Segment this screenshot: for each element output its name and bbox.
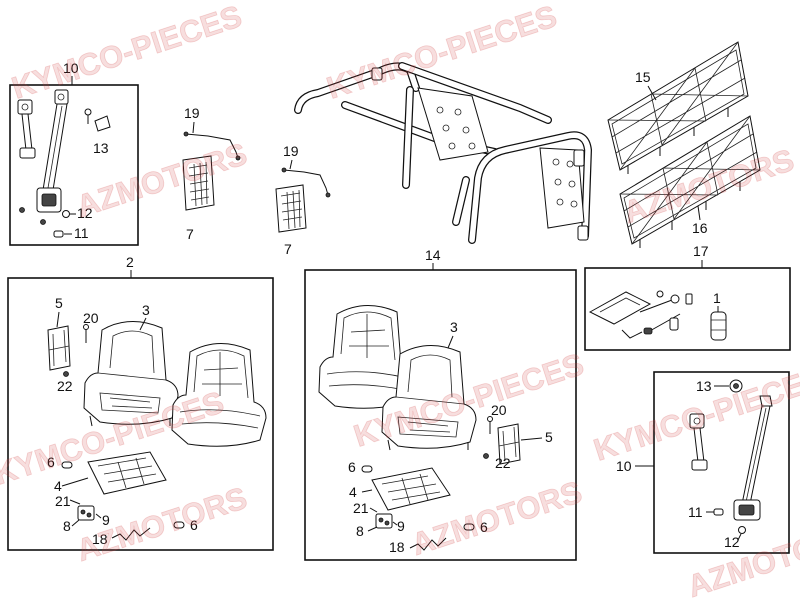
callout-13: 13 xyxy=(93,140,109,156)
toolkit-box xyxy=(584,267,791,351)
seat-cushioned xyxy=(318,304,414,409)
wire xyxy=(185,133,239,159)
callout-7: 7 xyxy=(186,226,194,242)
callout-9: 9 xyxy=(397,518,405,534)
callout-18: 18 xyxy=(389,539,405,555)
callout-7: 7 xyxy=(284,241,292,257)
cable-18 xyxy=(409,537,447,551)
seat-box-right-group: 14 xyxy=(304,247,577,561)
callout-19: 19 xyxy=(184,105,200,121)
callout-22: 22 xyxy=(57,378,73,394)
nut xyxy=(62,210,70,218)
callout-19: 19 xyxy=(283,143,299,159)
seatbelt-right-group: 10 13 11 12 xyxy=(616,371,790,554)
callout-15: 15 xyxy=(635,69,651,85)
tool-bag xyxy=(588,291,652,325)
roll-cage-drawing xyxy=(294,62,592,244)
callout-21: 21 xyxy=(353,500,369,516)
seat-rail-plate xyxy=(87,451,167,495)
callout-20: 20 xyxy=(83,310,99,326)
callout-3: 3 xyxy=(142,302,150,318)
callout-5: 5 xyxy=(55,295,63,311)
seatbelt-left-group: 10 13 12 11 xyxy=(9,60,139,246)
hex-key xyxy=(621,329,643,339)
bolt xyxy=(53,230,64,238)
seatbelt-left-box xyxy=(9,84,139,246)
screw-6 xyxy=(173,521,185,529)
callout-assembly-17: 17 xyxy=(693,243,709,259)
callout-assembly-2: 2 xyxy=(126,254,134,270)
retractor-top xyxy=(759,395,773,407)
grille-plate xyxy=(275,184,307,233)
screw-6 xyxy=(61,461,73,469)
callout-3: 3 xyxy=(450,319,458,335)
callout-4: 4 xyxy=(349,484,357,500)
nut xyxy=(738,526,746,534)
seat-box-left xyxy=(7,277,274,551)
screwdriver xyxy=(647,313,681,333)
cage-side-plate xyxy=(539,147,585,229)
callout-12: 12 xyxy=(724,534,740,550)
seat-shell xyxy=(83,320,179,427)
cap-part xyxy=(94,115,111,132)
cage-plate xyxy=(417,87,489,161)
screw-6 xyxy=(361,465,373,473)
callout-5: 5 xyxy=(545,429,553,445)
nets-group: 15 16 xyxy=(607,41,761,248)
seat-box-left-group: 2 xyxy=(7,254,274,551)
callout-18: 18 xyxy=(92,531,108,547)
watermark-azmotors: AZMOTORS xyxy=(72,480,251,568)
net-16 xyxy=(619,115,761,248)
harness-left-group: 19 7 xyxy=(182,105,241,242)
callout-8: 8 xyxy=(356,523,364,539)
seatbelt-right-drawing xyxy=(689,379,773,541)
callout-13: 13 xyxy=(696,378,712,394)
seat-box-right xyxy=(304,269,577,561)
watermark-kymco: KYMCO-PIECES xyxy=(322,0,561,106)
clamp xyxy=(77,505,95,521)
bolt xyxy=(713,508,724,516)
callout-assembly-14: 14 xyxy=(425,247,441,263)
net-15 xyxy=(607,41,749,174)
callout-22: 22 xyxy=(495,455,511,471)
callout-assembly-10: 10 xyxy=(63,60,79,76)
toolkit-drawing xyxy=(588,290,693,339)
wire xyxy=(283,169,329,196)
callout-11: 11 xyxy=(688,504,703,520)
callout-6: 6 xyxy=(47,454,55,470)
callout-9: 9 xyxy=(102,512,110,528)
callout-4: 4 xyxy=(54,478,62,494)
buckle-strap xyxy=(21,113,33,151)
callout-11: 11 xyxy=(74,225,89,241)
screw-6 xyxy=(463,523,475,531)
callout-1: 1 xyxy=(713,290,721,306)
cable-18 xyxy=(111,527,151,541)
callout-6: 6 xyxy=(480,519,488,535)
callout-6: 6 xyxy=(190,517,198,533)
callout-8: 8 xyxy=(63,518,71,534)
seat-rail-plate xyxy=(371,467,451,511)
toolkit-group: 17 1 xyxy=(584,243,791,351)
callout-20: 20 xyxy=(491,402,507,418)
callout-assembly-10: 10 xyxy=(616,458,632,474)
callout-6: 6 xyxy=(348,459,356,475)
seatbelt-left-drawing xyxy=(17,89,111,238)
callout-12: 12 xyxy=(77,205,93,221)
seatbelt-right-box xyxy=(653,371,790,554)
clamp xyxy=(375,513,393,529)
callout-16: 16 xyxy=(692,220,708,236)
callout-21: 21 xyxy=(55,493,71,509)
canister-part xyxy=(710,311,727,341)
harness-right-group: 19 7 xyxy=(275,143,331,257)
wrench xyxy=(639,299,673,313)
screw xyxy=(84,108,92,116)
seat-cushioned xyxy=(171,342,267,447)
watermark-kymco: KYMCO-PIECES xyxy=(7,0,246,106)
seat-shell xyxy=(381,344,477,451)
